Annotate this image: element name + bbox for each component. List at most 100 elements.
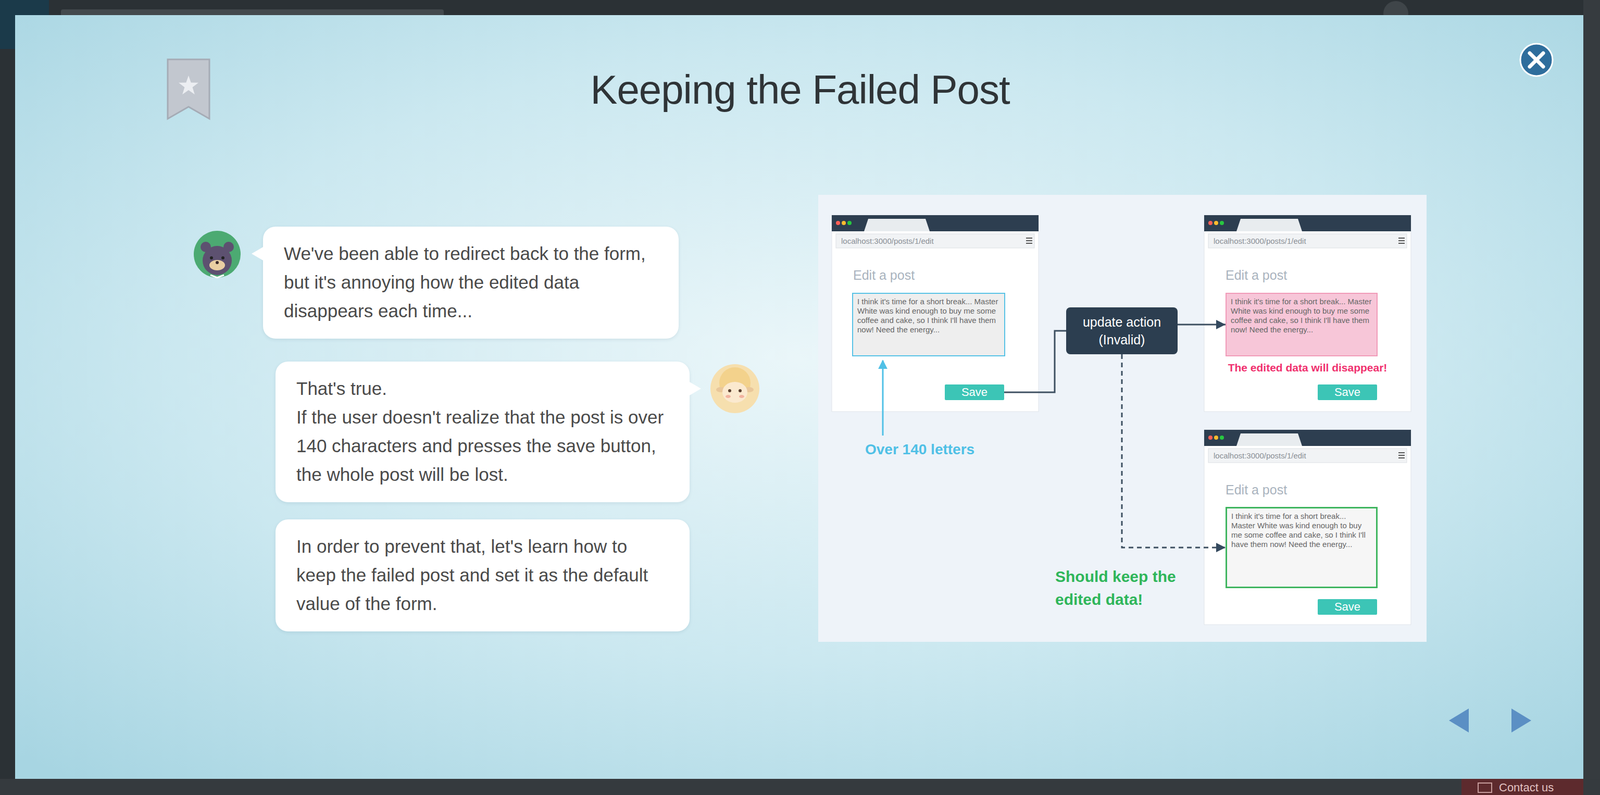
bear-eye [221, 256, 225, 260]
action-label: update action (Invalid) [1071, 313, 1173, 349]
page-heading: Edit a post [1204, 481, 1411, 498]
save-button: Save [1317, 598, 1378, 615]
callout-note: Should keep the edited data! [1055, 565, 1203, 611]
speech-bubble: We've been able to redirect back to the … [263, 226, 679, 339]
save-button: Save [944, 384, 1005, 400]
avatar-ground [710, 364, 760, 414]
close-button [1520, 43, 1553, 77]
bubble-text: We've been able to redirect back to the … [283, 239, 658, 325]
sheep-cheek [725, 394, 731, 398]
text-area: I think it's time for a short break... M… [852, 292, 1006, 357]
window-dot [1208, 220, 1213, 225]
close-circle [1520, 43, 1553, 77]
window-header [1204, 215, 1411, 232]
text-area: I think it's time for a short break... M… [1225, 292, 1378, 357]
window-body [1204, 215, 1411, 412]
browser-window: localhost:3000/posts/1/editEdit a post I … [831, 215, 1039, 412]
bookmark-ribbon [167, 59, 210, 119]
callout-note: Over 140 letters [865, 440, 975, 459]
window-header [831, 215, 1039, 232]
menu-icon [1398, 452, 1405, 458]
button-label: Save [944, 384, 1005, 400]
window-dot [1208, 435, 1213, 440]
browser-chrome [1204, 429, 1411, 625]
window-dot [1219, 435, 1224, 440]
url-text: localhost:3000/posts/1/edit [1204, 448, 1411, 463]
bubble-text: That's true. [296, 373, 669, 403]
speech-bubble: That's true.If the user doesn't realize … [275, 361, 690, 503]
sheep-face [722, 381, 748, 403]
mail-icon [1478, 782, 1492, 793]
window-tab [1236, 433, 1303, 446]
bubble-text: In order to prevent that, let's learn ho… [296, 531, 669, 618]
window-dot [1214, 435, 1219, 440]
bubble-text: If the user doesn't realize that the pos… [296, 402, 669, 489]
url-bar [1208, 448, 1407, 463]
window-dot [841, 220, 846, 225]
button-label: Save [1317, 384, 1378, 400]
warning-text: The edited data will disappear! [1204, 360, 1411, 375]
sheep-avatar [710, 364, 760, 414]
window-tab [1236, 218, 1303, 232]
leader-line [882, 360, 884, 436]
window-dot [1214, 220, 1219, 225]
url-text: localhost:3000/posts/1/edit [1204, 233, 1411, 248]
sheep-eye [738, 389, 742, 393]
bear-collar [210, 275, 224, 278]
diagram-panel [818, 194, 1427, 642]
window-header [1204, 429, 1411, 446]
close-cross [1529, 53, 1544, 67]
post-text: I think it's time for a short break... M… [1230, 296, 1373, 335]
bear-eye [209, 256, 214, 260]
menu-icon [1398, 238, 1405, 244]
browser-window: localhost:3000/posts/1/editEdit a postTh… [1204, 215, 1411, 412]
page-heading: Edit a post [831, 267, 1039, 283]
menu-icon [1026, 238, 1033, 244]
bear-avatar [193, 230, 241, 278]
url-text: localhost:3000/posts/1/edit [831, 233, 1039, 248]
window-dot [1219, 220, 1224, 225]
page-heading: Edit a post [1204, 267, 1411, 283]
dashed-arrow [1121, 354, 1226, 548]
slide-title: Keeping the Failed Post [0, 65, 1600, 114]
text-area: I think it's time for a short break... M… [1225, 506, 1378, 589]
contact-link: Contact us [1498, 780, 1554, 795]
url-bar [1208, 233, 1407, 248]
post-text: I think it's time for a short break... M… [857, 296, 1000, 335]
button-label: Save [1317, 598, 1378, 615]
bookmark-star [178, 75, 199, 95]
browser-chrome [831, 215, 1039, 412]
save-button: Save [1317, 384, 1378, 400]
speech-bubble: In order to prevent that, let's learn ho… [275, 519, 690, 632]
post-text: I think it's time for a short break... M… [1231, 511, 1372, 549]
next-arrow [1511, 708, 1532, 733]
close-cross [1529, 53, 1544, 67]
bottom-strip [0, 778, 1600, 795]
window-dot [835, 220, 841, 225]
browser-chrome [1204, 215, 1411, 412]
modal-panel [15, 15, 1584, 779]
bookmark-icon [167, 59, 210, 119]
scrollbar [1583, 0, 1600, 795]
window-body [831, 215, 1039, 412]
flow-arrow [1004, 330, 1067, 393]
sheep-cheek [739, 394, 745, 398]
window-tab [864, 218, 930, 232]
url-bar [835, 233, 1035, 248]
bear-muzzle [209, 259, 225, 271]
window-dot [847, 220, 852, 225]
browser-window: localhost:3000/posts/1/editEdit a post I … [1204, 429, 1411, 625]
avatar-ground [193, 230, 241, 278]
window-body [1204, 429, 1411, 625]
bear-nose [215, 260, 219, 265]
sheep-eye [728, 389, 732, 393]
action-box: update action (Invalid) [1066, 307, 1178, 355]
bear-head [202, 245, 232, 275]
flow-arrow [1177, 323, 1226, 326]
prev-arrow [1448, 708, 1469, 733]
